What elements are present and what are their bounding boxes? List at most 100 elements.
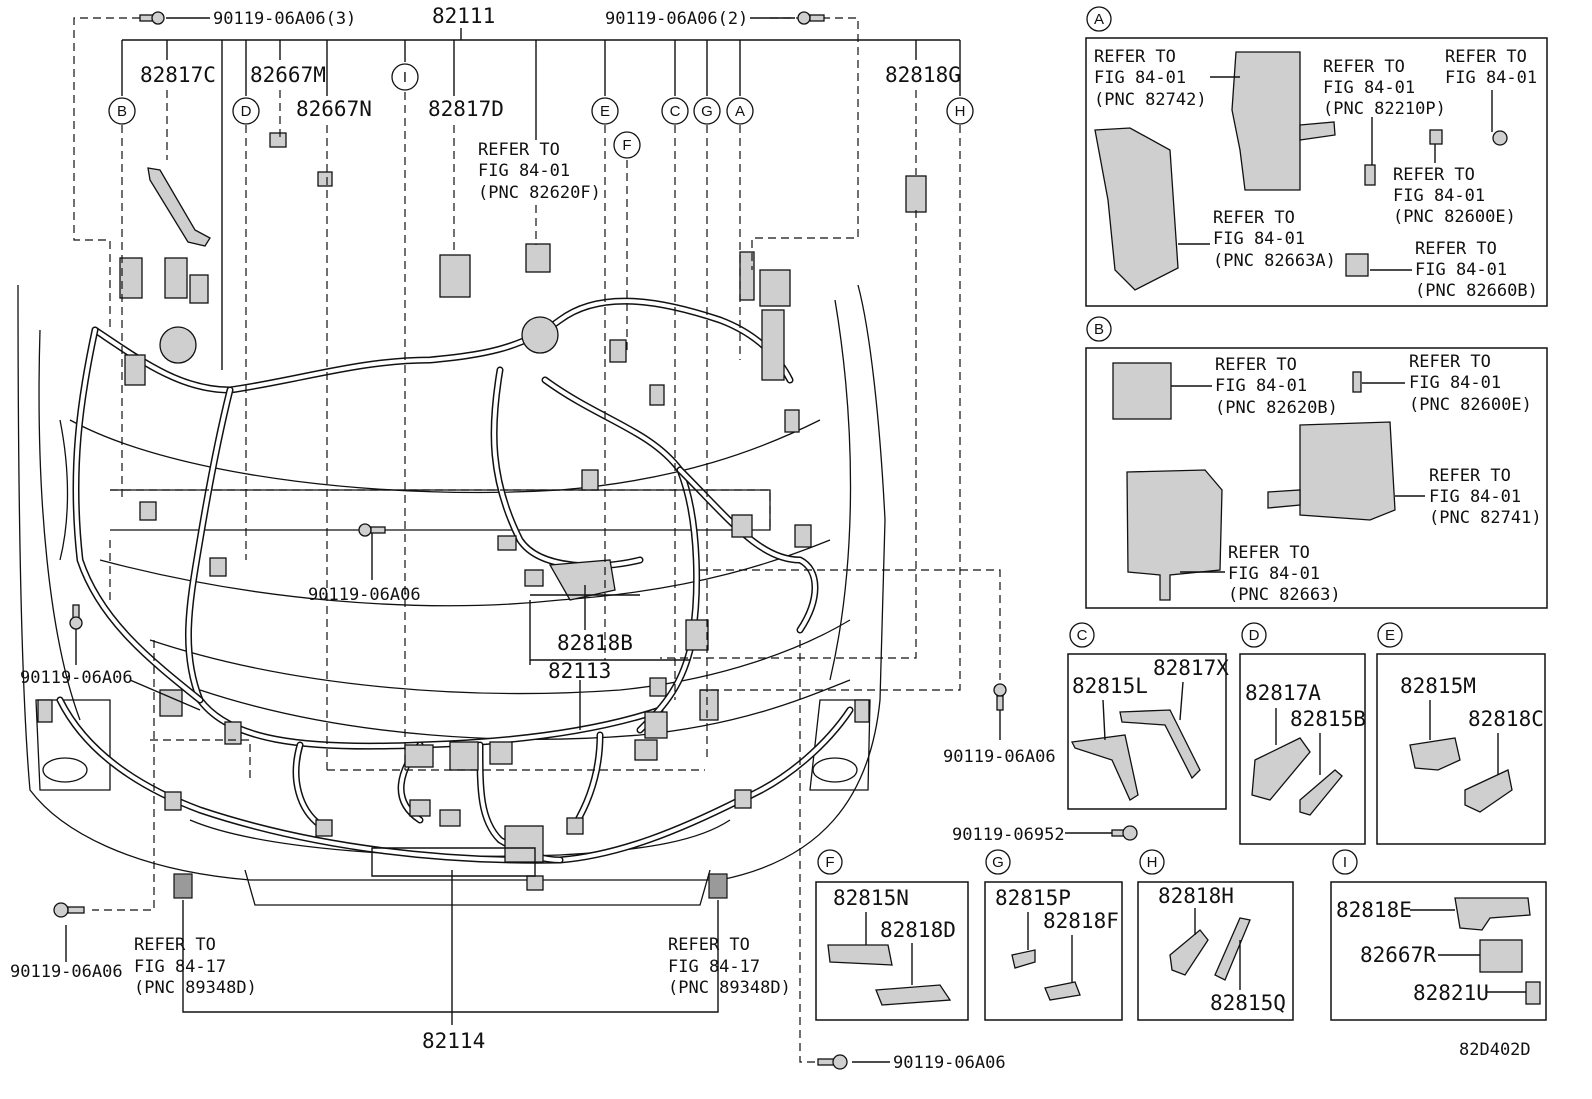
vehicle-body-outline [17, 284, 886, 906]
refer-text: (PNC 89348D) [134, 978, 257, 998]
svg-text:82818D: 82818D [880, 918, 956, 942]
bolt-label: 90119-06A06 [893, 1053, 1006, 1073]
detail-H-panel: H 82818H 82815Q [1137, 849, 1294, 1021]
svg-text:(PNC 82600E): (PNC 82600E) [1393, 207, 1516, 227]
svg-text:82815N: 82815N [833, 886, 909, 910]
relay-block-82741 [1299, 421, 1396, 521]
harness-connectors [37, 132, 927, 899]
refer-text: (PNC 82620F) [478, 183, 601, 203]
svg-text:I: I [403, 69, 407, 86]
callout-A-header: A [1086, 6, 1112, 32]
svg-text:H: H [955, 103, 966, 120]
bolt-label: 90119-06A06(2) [605, 9, 748, 29]
bolt-label: 90119-06A06 [10, 962, 123, 982]
refer-text: FIG 84-17 [668, 957, 760, 977]
svg-text:D: D [241, 103, 252, 120]
svg-text:E: E [600, 103, 610, 120]
part-number-82667M: 82667M [250, 63, 326, 87]
svg-text:FIG 84-01: FIG 84-01 [1323, 78, 1415, 98]
refer-text: REFER TO [134, 935, 216, 955]
svg-text:FIG 84-01: FIG 84-01 [1094, 68, 1186, 88]
svg-text:E: E [1385, 627, 1395, 644]
callout-E: E [591, 97, 619, 125]
svg-text:FIG 84-01: FIG 84-01 [1215, 376, 1307, 396]
detail-E-panel: E 82815M 82818C [1376, 622, 1546, 845]
svg-text:H: H [1147, 854, 1158, 871]
callout-D: D [232, 97, 260, 125]
callout-markers: B D I E F C G A H [108, 63, 974, 159]
svg-text:REFER TO: REFER TO [1213, 208, 1295, 228]
svg-text:REFER TO: REFER TO [1215, 355, 1297, 375]
detail-B-panel: B REFER TO FIG 84-01 (PNC 82620B) REFER … [1085, 316, 1548, 609]
svg-text:82818H: 82818H [1158, 884, 1234, 908]
svg-text:FIG 84-01: FIG 84-01 [1445, 68, 1537, 88]
part-number-82817D: 82817D [428, 97, 504, 121]
bolt-icon [139, 11, 165, 25]
svg-text:82817A: 82817A [1245, 681, 1321, 705]
svg-text:G: G [701, 103, 713, 120]
detail-I-panel: I 82818E 82667R 82821U [1330, 849, 1547, 1021]
svg-text:(PNC 82741): (PNC 82741) [1429, 508, 1542, 528]
svg-text:REFER TO: REFER TO [1445, 47, 1527, 67]
refer-text: REFER TO [478, 140, 560, 160]
svg-text:(PNC 82210P): (PNC 82210P) [1323, 99, 1446, 119]
wire-harness [56, 297, 854, 864]
svg-text:82667R: 82667R [1360, 943, 1436, 967]
svg-text:FIG 84-01: FIG 84-01 [1415, 260, 1507, 280]
svg-text:82818F: 82818F [1043, 909, 1119, 933]
detail-C-panel: C 82815L 82817X [1067, 622, 1229, 810]
svg-text:FIG 84-01: FIG 84-01 [1213, 229, 1305, 249]
svg-text:D: D [1249, 627, 1260, 644]
refer-text: FIG 84-01 [478, 161, 570, 181]
svg-text:82821U: 82821U [1413, 981, 1489, 1005]
detail-F-panel: F 82815N 82818D [815, 849, 969, 1021]
svg-text:FIG 84-01: FIG 84-01 [1228, 564, 1320, 584]
bolt-icon [358, 523, 386, 537]
svg-text:(PNC 82742): (PNC 82742) [1094, 90, 1207, 110]
svg-text:B: B [1094, 321, 1104, 338]
svg-text:82815M: 82815M [1400, 674, 1476, 698]
bolt-label: 90119-06A06(3) [213, 9, 356, 29]
figure-code: 82D402D [1459, 1040, 1531, 1060]
svg-text:REFER TO: REFER TO [1429, 466, 1511, 486]
relay-block-82742 [1231, 51, 1301, 191]
svg-text:A: A [735, 103, 745, 120]
refer-text: (PNC 89348D) [668, 978, 791, 998]
svg-text:(PNC 82600E): (PNC 82600E) [1409, 395, 1532, 415]
svg-text:I: I [1343, 854, 1347, 871]
bolt-label: 90119-06A06 [308, 585, 421, 605]
callout-F: F [613, 131, 641, 159]
refer-text: REFER TO [668, 935, 750, 955]
junction-block-82620B [1112, 362, 1172, 420]
junction-block-82663A [1094, 127, 1179, 291]
svg-text:82815P: 82815P [995, 886, 1071, 910]
svg-text:(PNC 82620B): (PNC 82620B) [1215, 398, 1338, 418]
svg-text:F: F [622, 137, 631, 154]
svg-text:REFER TO: REFER TO [1409, 352, 1491, 372]
bolt-icon [1111, 825, 1138, 841]
svg-text:FIG 84-01: FIG 84-01 [1393, 186, 1485, 206]
bolt-icon [797, 11, 825, 25]
svg-text:FIG 84-01: FIG 84-01 [1409, 373, 1501, 393]
callout-H: H [946, 97, 974, 125]
bolt-label: 90119-06A06 [943, 747, 1056, 767]
bolt-label: 90119-06A06 [20, 668, 133, 688]
svg-text:82815L: 82815L [1072, 674, 1148, 698]
svg-text:F: F [825, 854, 834, 871]
bolt-label: 90119-06952 [952, 825, 1065, 845]
part-number-82114: 82114 [422, 1029, 485, 1053]
svg-text:(PNC 82660B): (PNC 82660B) [1415, 281, 1538, 301]
bolt-icon [993, 683, 1007, 711]
svg-text:82815B: 82815B [1290, 707, 1366, 731]
bracket-82817C [147, 167, 211, 247]
svg-text:82818E: 82818E [1336, 898, 1412, 922]
svg-text:A: A [1094, 11, 1104, 28]
main-labels: 90119-06A06(3) 82111 90119-06A06(2) 8281… [10, 4, 1531, 1073]
part-number-82818B: 82818B [557, 631, 633, 655]
callout-I: I [391, 63, 419, 91]
part-number-82111: 82111 [432, 4, 495, 28]
detail-G-panel: G 82815P 82818F [984, 849, 1123, 1021]
callout-A: A [726, 97, 754, 125]
bolt-icon [817, 1054, 848, 1070]
